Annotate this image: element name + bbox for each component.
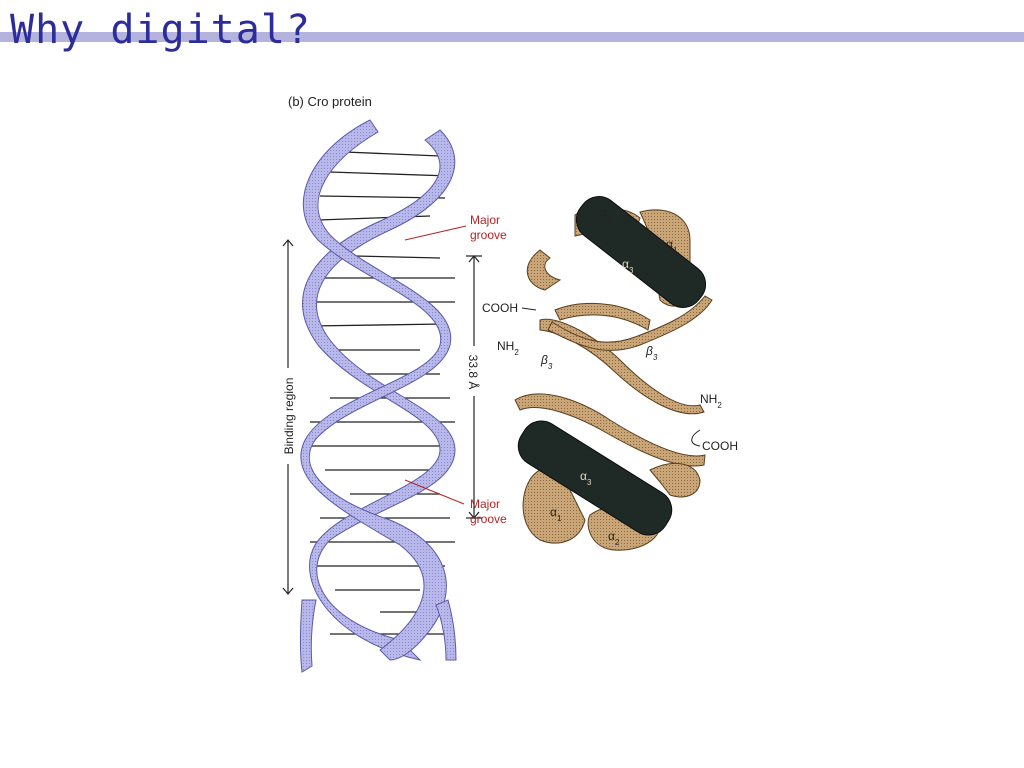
figure-caption: (b) Cro protein <box>288 94 372 109</box>
cooh-right-label: COOH <box>702 439 738 453</box>
binding-region-label: Binding region <box>282 378 296 455</box>
alpha1-upper-label: α1 <box>666 237 678 255</box>
dna-strand-front <box>300 119 452 661</box>
cro-protein-dna-figure: Binding region 33.8 Å Major groove Major… <box>280 119 738 673</box>
beta3-left-label: β3 <box>540 353 553 371</box>
title-underline-bar <box>0 32 1024 42</box>
distance-label: 33.8 Å <box>466 355 481 390</box>
nh2-right-label: NH2 <box>700 392 722 410</box>
alpha3-helix-lower <box>517 420 673 536</box>
cro-protein-lower <box>514 393 706 551</box>
major-groove-bottom-line1: Major <box>470 497 500 511</box>
cro-protein-upper <box>526 196 713 415</box>
alpha3-upper-label: α3 <box>622 257 634 275</box>
alpha3-lower-label: α3 <box>580 469 592 487</box>
alpha2-lower-label: α2 <box>608 529 620 547</box>
cooh-top-label: COOH <box>482 301 518 315</box>
binding-region-label-bg <box>280 368 296 464</box>
alpha2-upper-label: α2 <box>600 205 612 223</box>
major-groove-bottom-line2: groove <box>470 512 507 526</box>
beta3-right-label: β3 <box>645 344 658 362</box>
major-groove-top-line1: Major <box>470 213 500 227</box>
nh2-top-label: NH2 <box>497 339 519 357</box>
alpha3-helix-upper <box>575 196 707 308</box>
dna-strand-back <box>302 129 456 661</box>
distance-label-bg <box>466 346 482 396</box>
dna-strand-right-tail <box>435 599 457 661</box>
major-groove-top-line2: groove <box>470 228 507 242</box>
slide-title: Why digital? <box>10 7 311 53</box>
alpha1-lower-label: α1 <box>550 505 562 523</box>
dna-strand-left-tail <box>300 599 317 673</box>
